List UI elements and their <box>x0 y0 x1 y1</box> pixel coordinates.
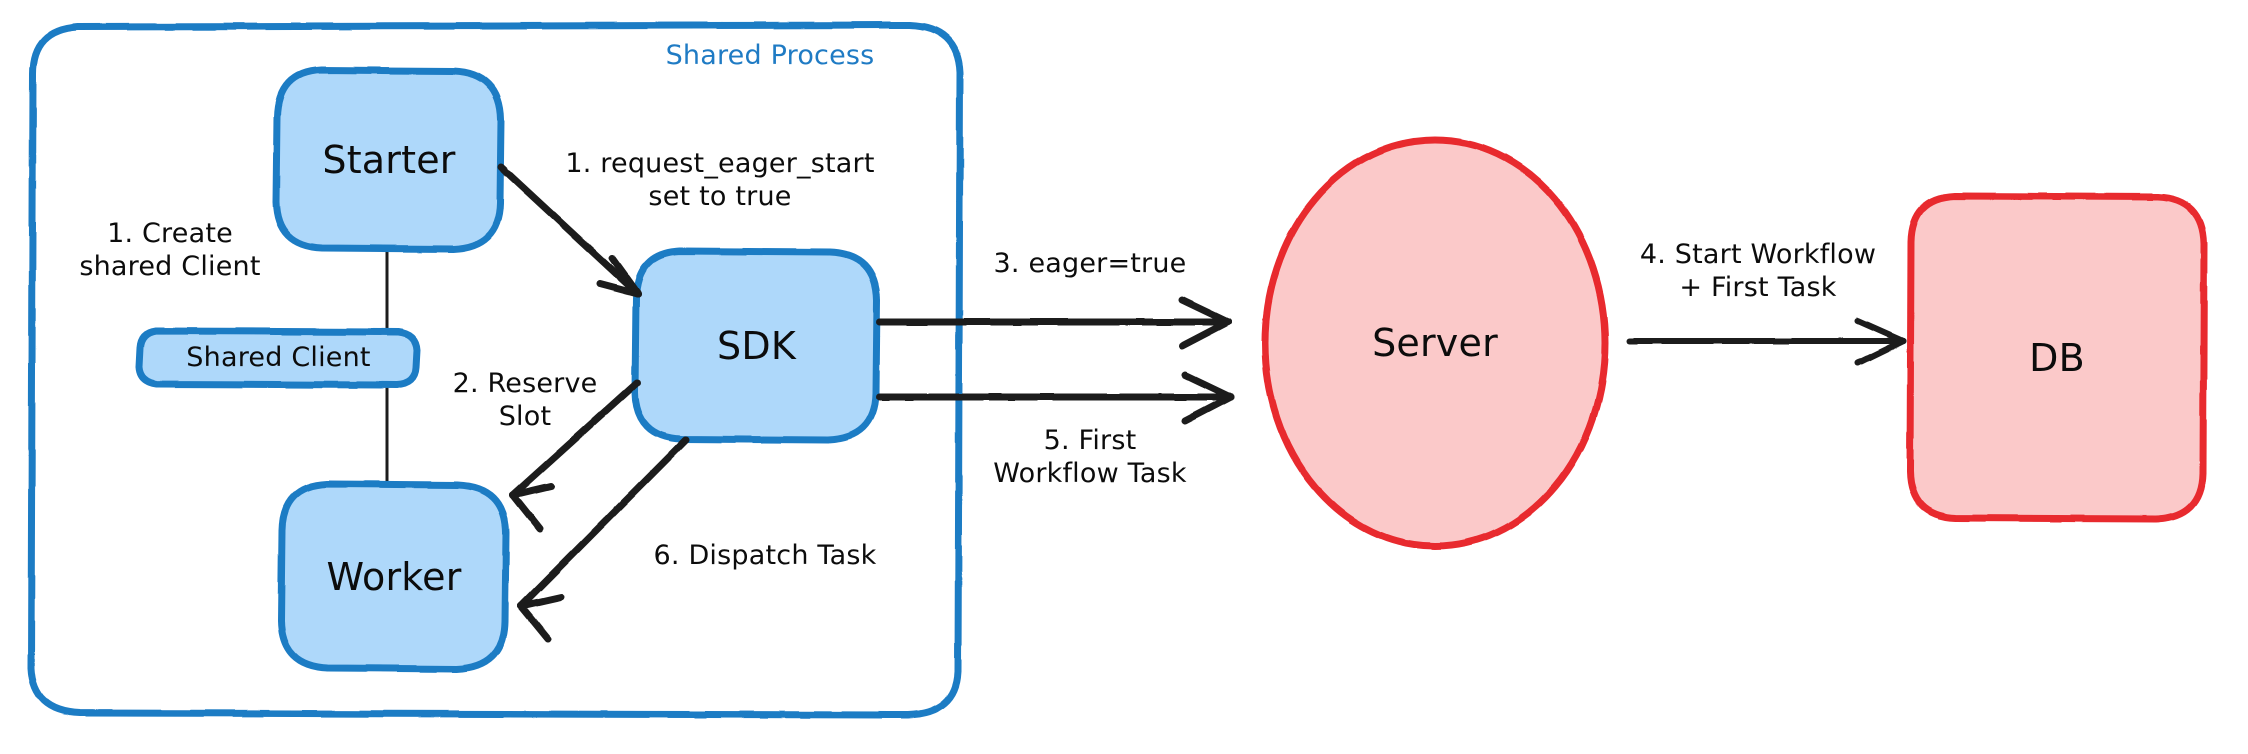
edge-eager-true-arrow <box>876 296 1232 350</box>
edge-create-shared-client-line <box>383 247 391 487</box>
node-sdk-shape[interactable] <box>631 247 881 444</box>
node-server-shape[interactable] <box>1261 136 1609 550</box>
edge-start-workflow-arrow <box>1627 318 1906 366</box>
edge-first-workflow-task-arrow <box>876 371 1235 425</box>
shared-process-container <box>27 21 964 719</box>
node-shared-client-shape[interactable] <box>135 327 421 389</box>
node-worker-shape[interactable] <box>277 480 510 673</box>
edge-request-eager-start-arrow <box>497 163 642 298</box>
edge-dispatch-task-arrow <box>517 436 690 643</box>
node-starter-shape[interactable] <box>272 66 505 253</box>
node-db-shape[interactable] <box>1906 192 2208 523</box>
edge-reserve-slot-arrow <box>509 379 641 533</box>
